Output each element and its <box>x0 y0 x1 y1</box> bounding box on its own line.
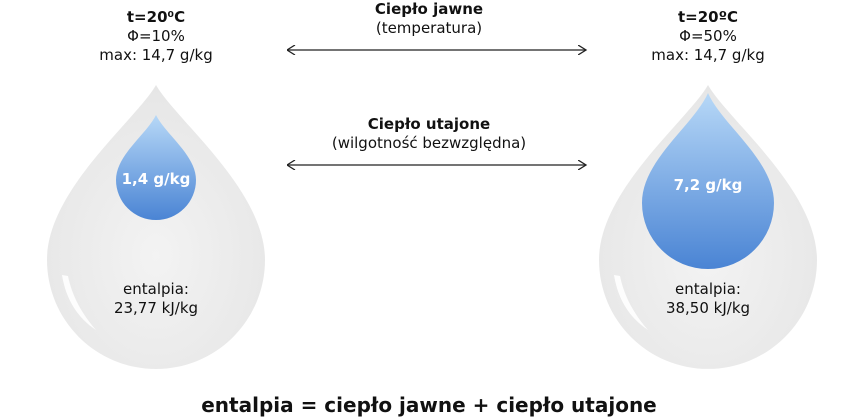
right-enthalpy: entalpia: 38,50 kJ/kg <box>628 280 788 318</box>
right-temperature: t=20ºC <box>677 8 739 26</box>
left-relative-humidity: Φ=10% <box>127 27 185 45</box>
right-enthalpy-label: entalpia: <box>675 280 741 298</box>
right-relative-humidity: Φ=50% <box>679 27 737 45</box>
sensible-heat-title: Ciepło jawne <box>374 0 484 18</box>
right-absolute-humidity: 7,2 g/kg <box>673 176 743 194</box>
left-condition: t=20⁰C Φ=10% max: 14,7 g/kg <box>56 8 256 65</box>
enthalpy-formula: entalpia = ciepło jawne + ciepło utajone <box>201 393 657 417</box>
left-max-humidity: max: 14,7 g/kg <box>99 46 213 64</box>
right-max-humidity: max: 14,7 g/kg <box>651 46 765 64</box>
latent-heat-title: Ciepło utajone <box>367 115 491 133</box>
right-inner-drop <box>642 93 774 269</box>
sensible-heat-subtitle: (temperatura) <box>375 19 483 37</box>
left-drop-highlight <box>62 275 96 330</box>
sensible-heat-label: Ciepło jawne (temperatura) <box>329 0 529 38</box>
latent-heat-subtitle: (wilgotność bezwzględna) <box>331 134 527 152</box>
left-enthalpy-label: entalpia: <box>123 280 189 298</box>
right-drop-highlight <box>614 275 648 330</box>
left-enthalpy-value: 23,77 kJ/kg <box>113 299 199 317</box>
left-temperature: t=20⁰C <box>126 8 186 26</box>
latent-heat-label: Ciepło utajone (wilgotność bezwzględna) <box>299 115 559 153</box>
right-condition: t=20ºC Φ=50% max: 14,7 g/kg <box>608 8 808 65</box>
right-enthalpy-value: 38,50 kJ/kg <box>665 299 751 317</box>
left-outer-drop <box>47 85 265 369</box>
left-inner-drop <box>116 115 196 220</box>
left-absolute-humidity: 1,4 g/kg <box>121 170 191 188</box>
left-enthalpy: entalpia: 23,77 kJ/kg <box>76 280 236 318</box>
